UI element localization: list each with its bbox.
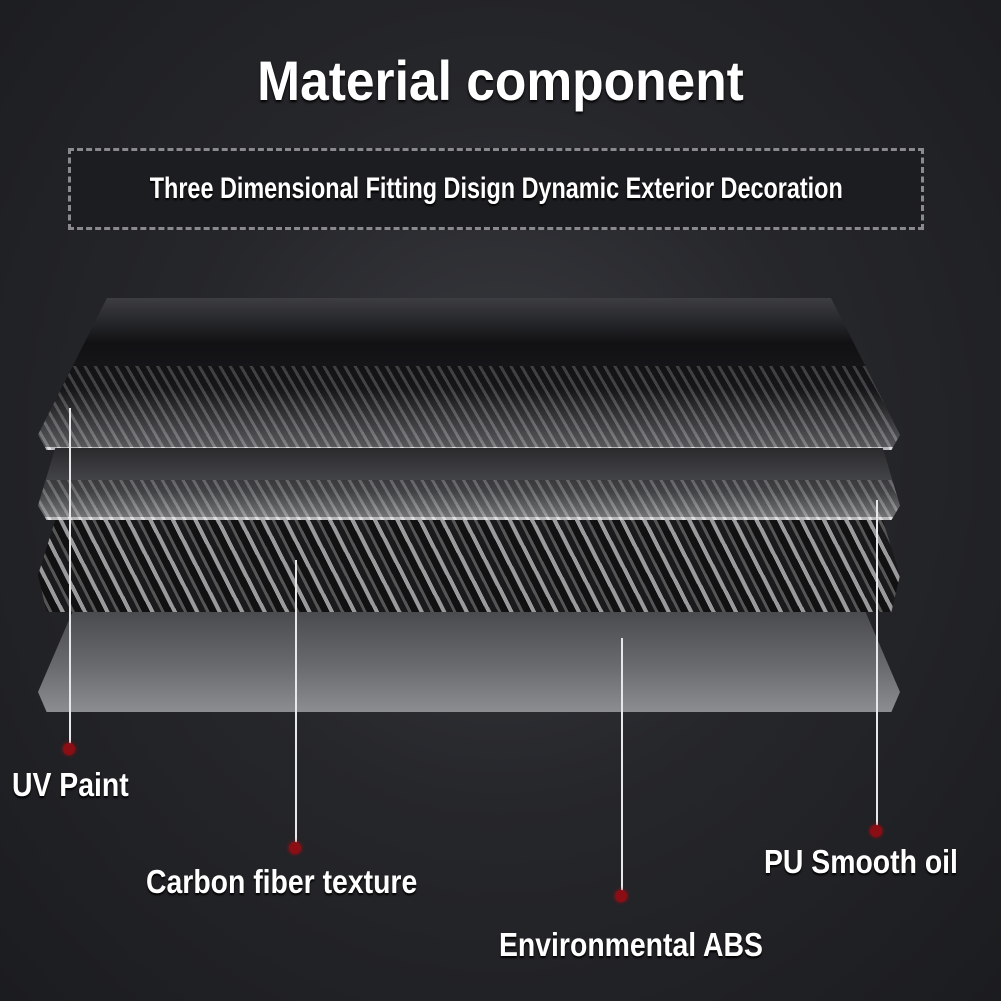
callout-line-environmental-abs bbox=[621, 638, 623, 896]
subtitle-banner: Three Dimensional Fitting Disign Dynamic… bbox=[68, 148, 924, 230]
page-title: Material component bbox=[257, 49, 744, 112]
label-environmental-abs: Environmental ABS bbox=[499, 926, 763, 963]
label-pu-smooth-oil: PU Smooth oil bbox=[764, 843, 958, 880]
layer-carbon-fiber bbox=[38, 520, 900, 612]
callout-line-uv-paint bbox=[69, 408, 71, 748]
callout-dot-environmental-abs bbox=[615, 890, 627, 902]
layer-pu-smooth-oil bbox=[38, 448, 900, 520]
callout-line-carbon-fiber bbox=[295, 560, 297, 846]
label-uv-paint: UV Paint bbox=[12, 766, 129, 803]
callout-line-pu-smooth-oil bbox=[876, 500, 878, 826]
callout-dot-pu-smooth-oil bbox=[870, 825, 882, 837]
callout-dot-uv-paint bbox=[63, 743, 75, 755]
layer-environmental-abs bbox=[38, 612, 900, 712]
label-carbon-fiber: Carbon fiber texture bbox=[146, 863, 418, 900]
subtitle: Three Dimensional Fitting Disign Dynamic… bbox=[149, 172, 843, 205]
layer-uv-paint bbox=[38, 298, 900, 450]
callout-dot-carbon-fiber bbox=[289, 842, 301, 854]
